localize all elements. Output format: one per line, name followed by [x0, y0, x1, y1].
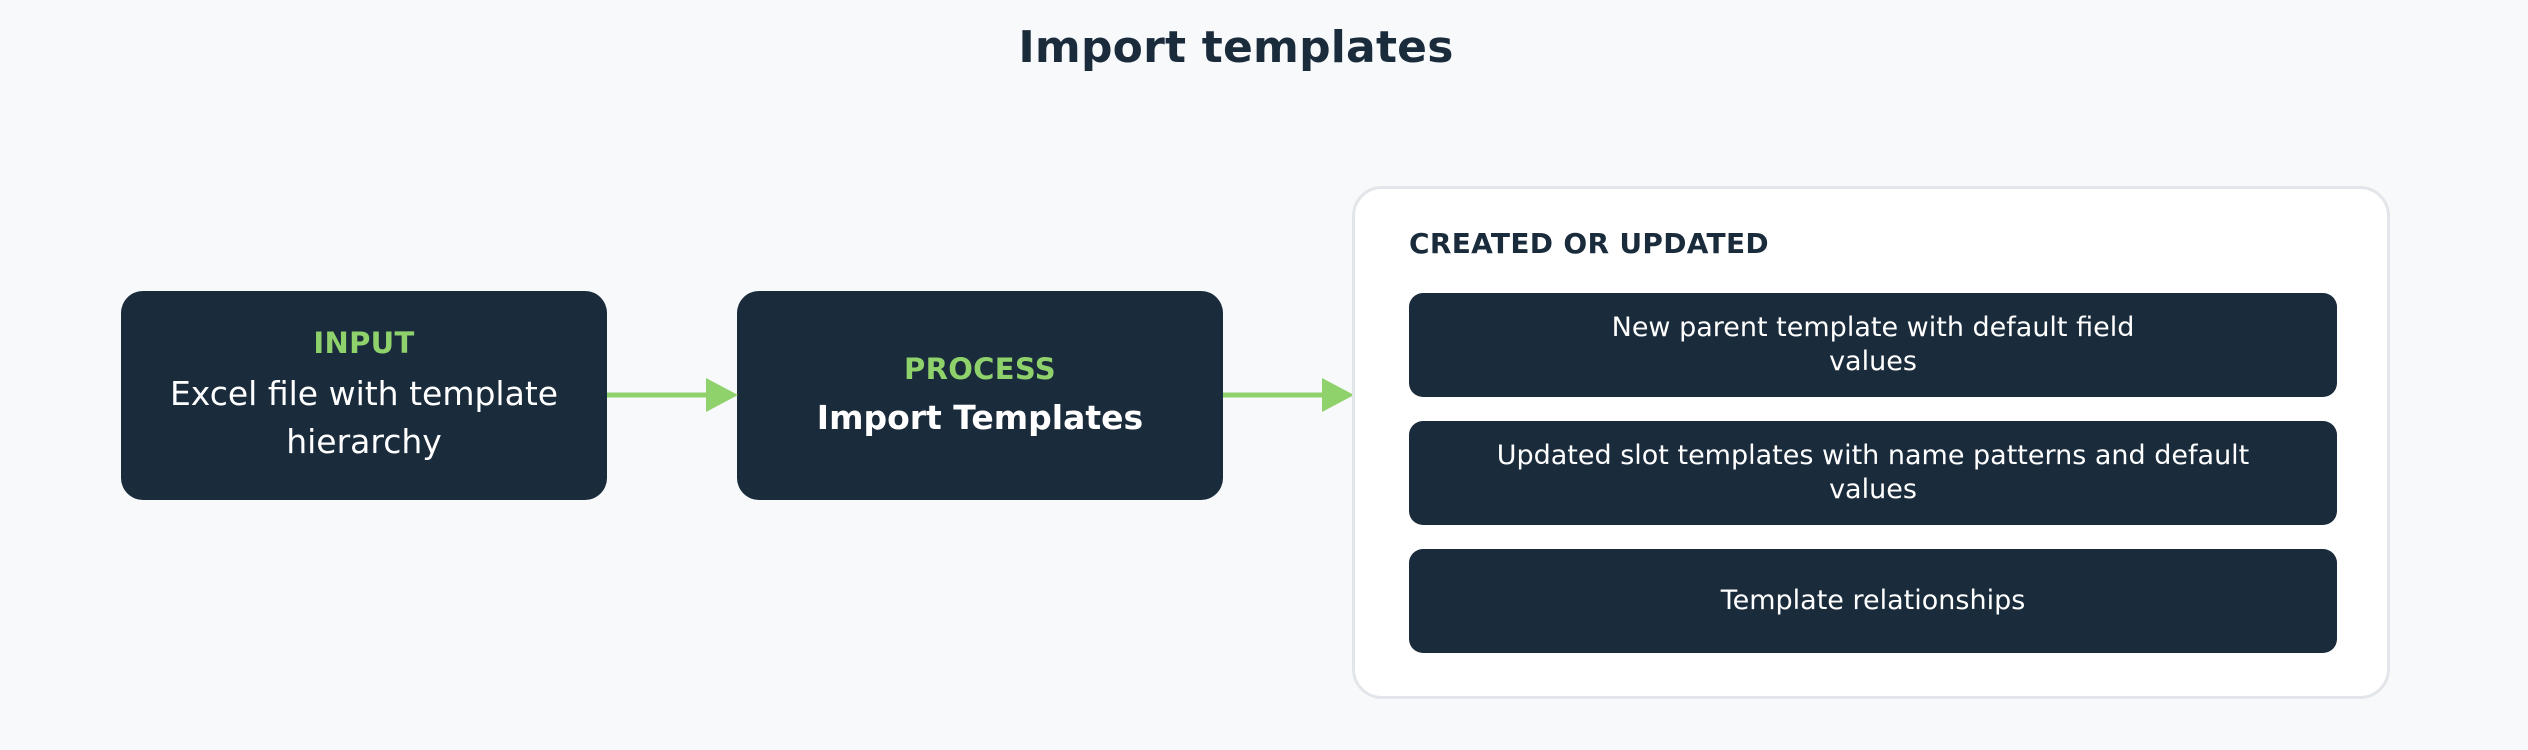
process-label: PROCESS: [904, 351, 1056, 386]
arrow-process-to-output: [1223, 378, 1354, 412]
arrow-input-to-process: [607, 378, 738, 412]
output-heading: CREATED OR UPDATED: [1409, 227, 1769, 260]
output-item-relationships: Template relationships: [1409, 549, 2337, 653]
input-text: Excel file with template hierarchy: [169, 373, 559, 461]
process-box: PROCESS Import Templates: [737, 291, 1223, 500]
output-item-slot-templates: Updated slot templates with name pattern…: [1409, 421, 2337, 525]
diagram-title: Import templates: [1018, 22, 1454, 73]
output-item-text: Updated slot templates with name pattern…: [1496, 440, 2250, 505]
output-panel: CREATED OR UPDATED New parent template w…: [1352, 186, 2390, 699]
output-item-parent-template: New parent template with default field v…: [1409, 293, 2337, 397]
input-box: INPUT Excel file with template hierarchy: [121, 291, 607, 500]
input-label: INPUT: [313, 325, 415, 360]
process-text: Import Templates: [816, 397, 1144, 437]
output-item-text: Template relationships: [1720, 585, 2026, 616]
output-item-text: New parent template with default field v…: [1611, 312, 2135, 377]
